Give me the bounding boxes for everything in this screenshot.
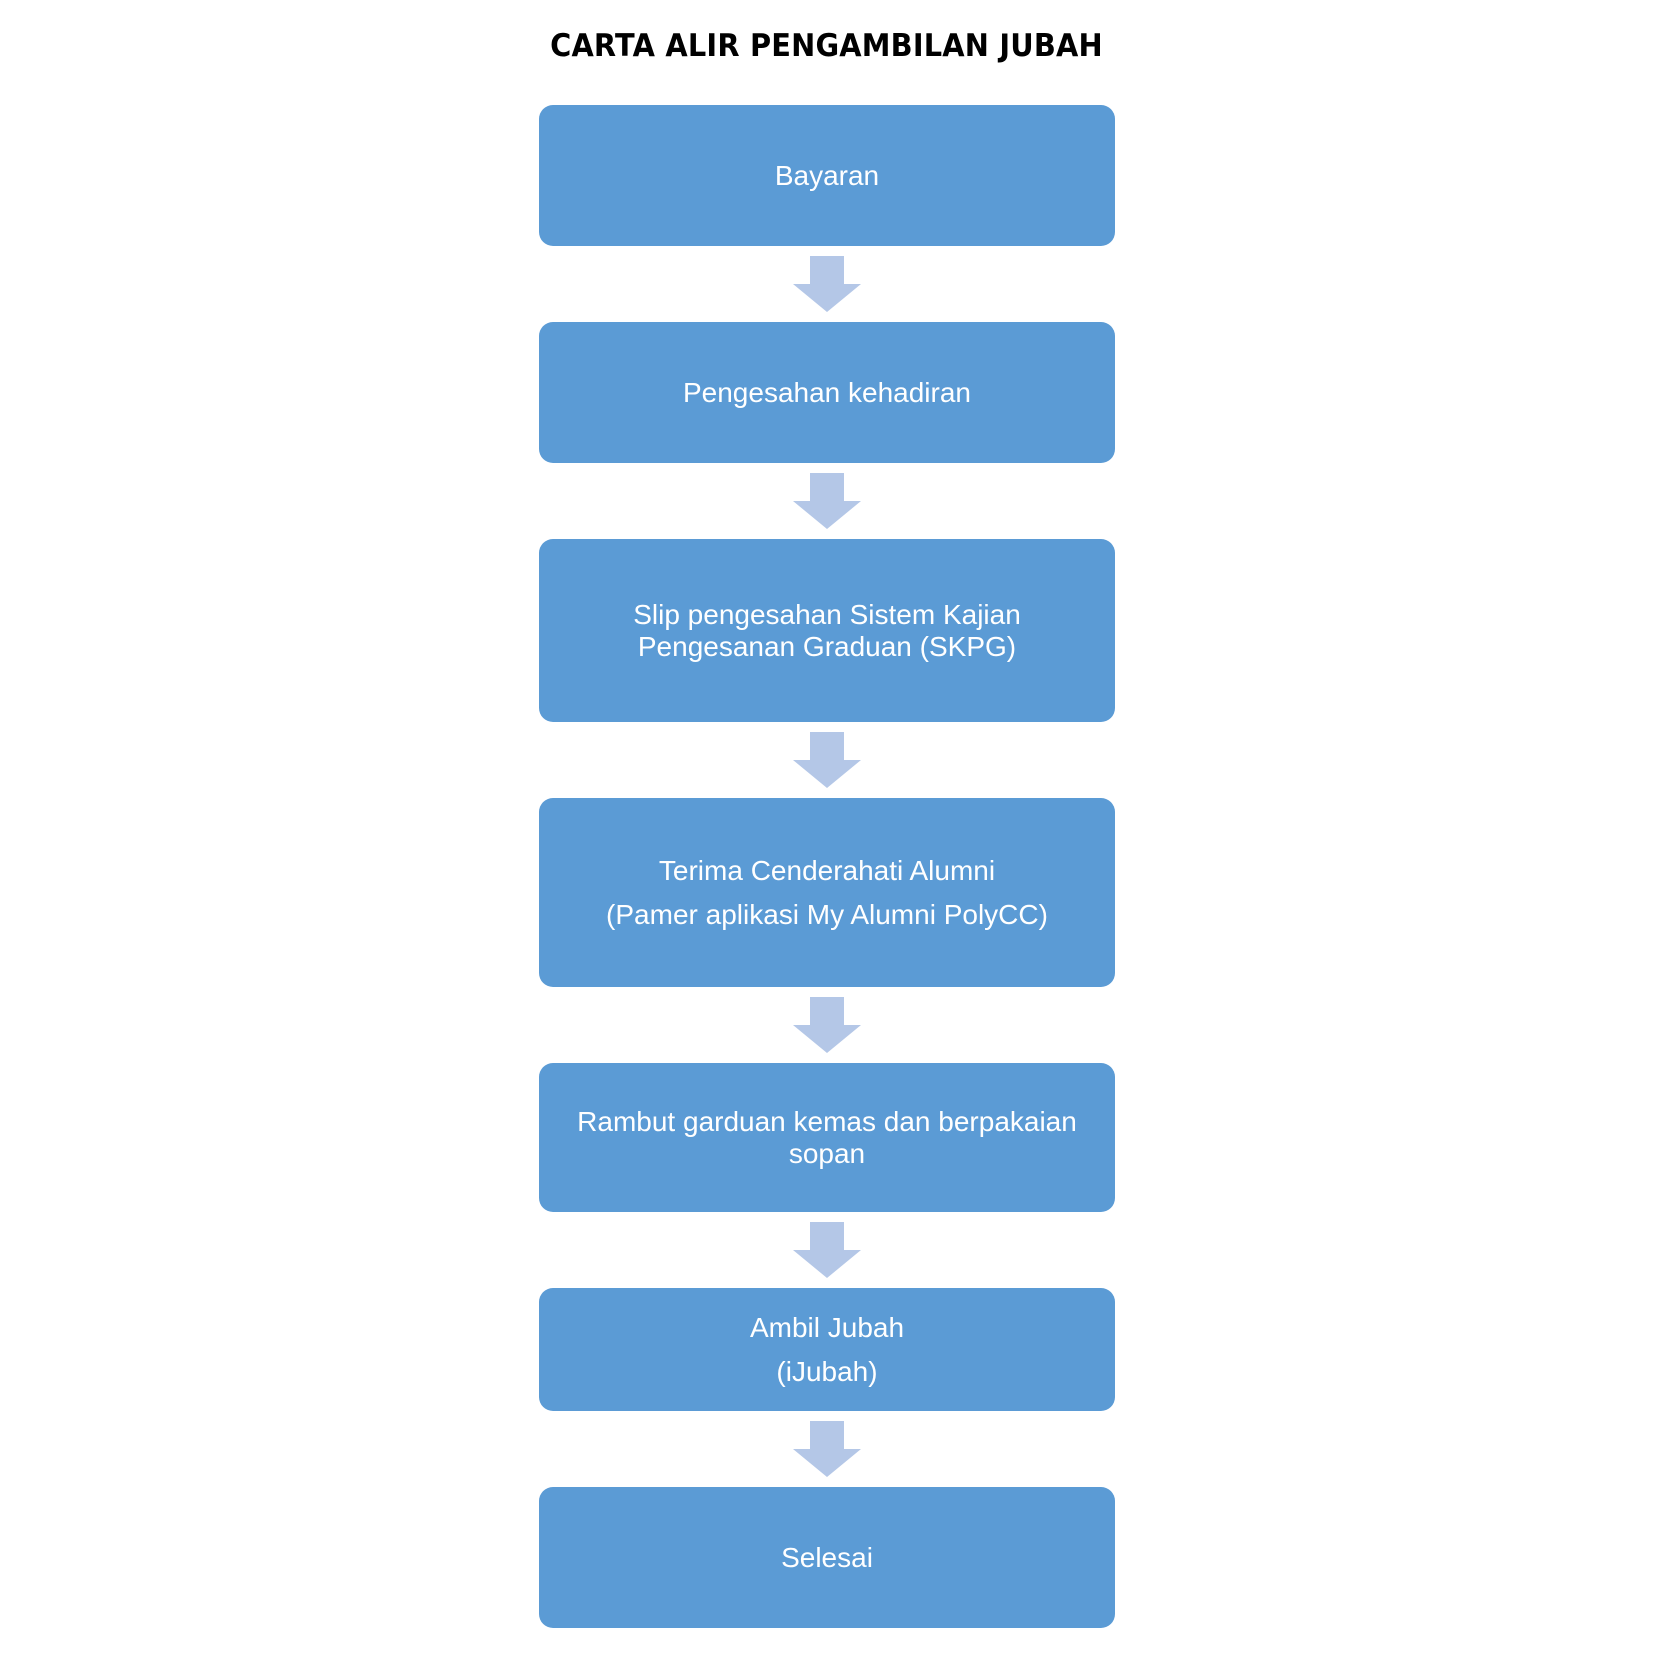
step-box-skpg-slip: Slip pengesahan Sistem Kajian Pengesanan… (539, 539, 1115, 722)
flowchart-title: CARTA ALIR PENGAMBILAN JUBAH (550, 28, 1103, 64)
step-box-alumni-souvenir: Terima Cenderahati Alumni (Pamer aplikas… (539, 798, 1115, 987)
step-text: (iJubah) (776, 1355, 878, 1387)
step-text: Rambut garduan kemas dan berpakaian (577, 1105, 1077, 1137)
step-text: (Pamer aplikasi My Alumni PolyCC) (606, 898, 1048, 930)
down-arrow-icon (793, 732, 861, 788)
step-text: Ambil Jubah (749, 1311, 905, 1343)
step-text: Pengesanan Graduan (SKPG) (637, 630, 1017, 662)
down-arrow-icon (793, 1222, 861, 1278)
step-text: Bayaran (774, 159, 880, 191)
down-arrow-icon (793, 997, 861, 1053)
step-text: sopan (788, 1137, 866, 1169)
step-box-finish: Selesai (539, 1487, 1115, 1628)
down-arrow-icon (793, 256, 861, 312)
down-arrow-icon (793, 1421, 861, 1477)
step-box-attendance: Pengesahan kehadiran (539, 322, 1115, 463)
step-text: Selesai (781, 1541, 873, 1573)
step-text: Terima Cenderahati Alumni (658, 854, 996, 886)
step-box-collect-robe: Ambil Jubah (iJubah) (539, 1288, 1115, 1411)
step-box-payment: Bayaran (539, 105, 1115, 246)
step-box-dress-code: Rambut garduan kemas dan berpakaian sopa… (539, 1063, 1115, 1212)
step-text: Slip pengesahan Sistem Kajian (633, 598, 1021, 630)
down-arrow-icon (793, 473, 861, 529)
step-text: Pengesahan kehadiran (682, 376, 971, 408)
